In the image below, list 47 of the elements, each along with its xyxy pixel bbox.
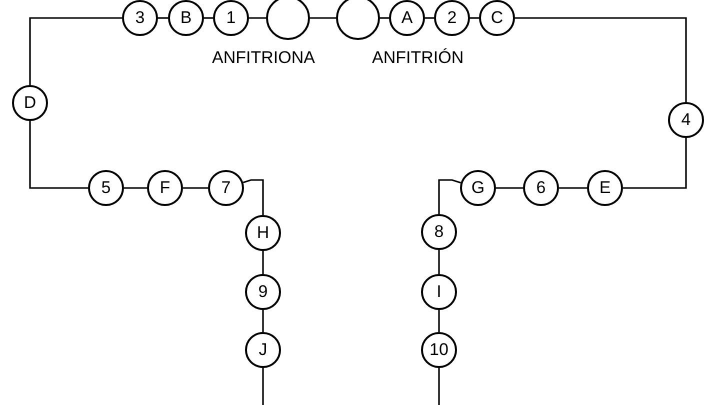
connector-line — [438, 179, 462, 214]
connector-line — [438, 310, 440, 332]
seat-circle: 4 — [668, 102, 704, 138]
connector-line — [29, 17, 122, 85]
seat-circle: 5 — [88, 170, 124, 206]
connector-line — [380, 17, 389, 19]
connector-line — [559, 187, 587, 189]
host-label: ANFITRIÓN — [372, 48, 464, 68]
seat-circle: C — [479, 0, 515, 36]
connector-line — [242, 179, 264, 215]
seat-circle: D — [12, 85, 48, 121]
connector-line — [438, 250, 440, 274]
connector-line — [183, 187, 208, 189]
seat-circle: 9 — [245, 274, 281, 310]
connector-line — [470, 17, 479, 19]
empty-seat-circle — [336, 0, 380, 40]
connector-line — [262, 368, 264, 405]
connector-line — [262, 310, 264, 332]
connector-line — [204, 17, 213, 19]
host-label: ANFITRIONA — [212, 48, 315, 68]
connector-line — [249, 17, 266, 19]
connector-line — [310, 17, 336, 19]
seat-circle: G — [460, 170, 496, 206]
seat-circle: 8 — [421, 214, 457, 250]
connector-line — [262, 251, 264, 274]
seat-circle: 10 — [421, 332, 457, 368]
connector-line — [623, 138, 687, 189]
seat-circle: 2 — [434, 0, 470, 36]
seat-circle: 7 — [208, 170, 244, 206]
seat-circle: 3 — [122, 0, 158, 36]
seat-circle: 1 — [213, 0, 249, 36]
connector-line — [515, 17, 687, 102]
connector-line — [438, 368, 440, 405]
seat-circle: F — [147, 170, 183, 206]
seat-circle: 6 — [523, 170, 559, 206]
seat-circle: J — [245, 332, 281, 368]
seat-circle: H — [245, 215, 281, 251]
connector-line — [158, 17, 168, 19]
connector-line — [124, 187, 147, 189]
seat-circle: A — [389, 0, 425, 36]
connector-line — [425, 17, 434, 19]
empty-seat-circle — [266, 0, 310, 40]
connector-line — [29, 121, 88, 189]
seat-circle: E — [587, 170, 623, 206]
connector-line — [496, 187, 523, 189]
seat-circle: B — [168, 0, 204, 36]
seat-circle: I — [421, 274, 457, 310]
